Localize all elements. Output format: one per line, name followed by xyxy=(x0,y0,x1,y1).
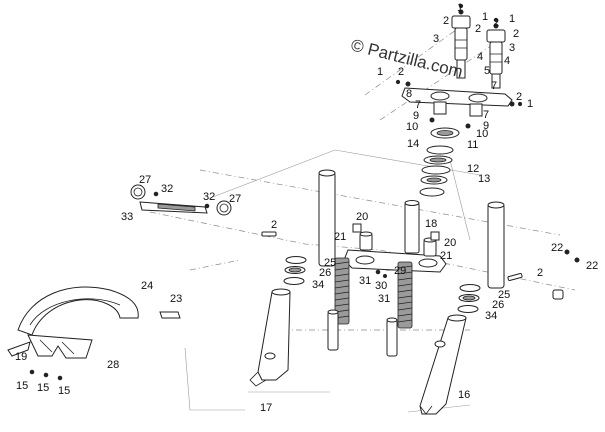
upper-triple-clamp xyxy=(395,79,523,107)
callout-7: 7 xyxy=(415,99,421,111)
callout-10: 10 xyxy=(406,121,418,133)
callout-27: 27 xyxy=(139,174,151,186)
callout-2: 2 xyxy=(271,219,277,231)
axle-bolt-left xyxy=(261,231,277,237)
callout-5: 5 xyxy=(484,65,490,77)
callout-21: 21 xyxy=(440,250,452,262)
callout-8: 8 xyxy=(406,88,412,100)
watermark-text: © Partzilla.com xyxy=(349,35,465,81)
callout-12: 12 xyxy=(467,163,479,175)
callout-9: 9 xyxy=(413,110,419,122)
fork-leg-left xyxy=(249,288,291,387)
callout-1: 1 xyxy=(457,2,463,14)
callout-13: 13 xyxy=(478,173,490,185)
callout-15: 15 xyxy=(58,385,70,397)
callout-15: 15 xyxy=(37,382,49,394)
callout-1: 1 xyxy=(482,11,488,23)
callout-labels: 1 1 1 1 1 2 2 2 2 2 2 2 2 3 3 4 4 5 7 7 … xyxy=(15,2,598,414)
callout-2: 2 xyxy=(516,91,522,103)
steering-stem xyxy=(404,200,420,254)
handlebar-riser-left xyxy=(451,3,471,79)
front-fender xyxy=(7,286,139,381)
callout-3: 3 xyxy=(509,42,515,54)
callout-17: 17 xyxy=(260,402,272,414)
callout-22: 22 xyxy=(586,260,598,272)
callout-2: 2 xyxy=(537,267,543,279)
callout-2: 2 xyxy=(443,15,449,27)
callout-1: 1 xyxy=(527,98,533,110)
small-bolts-22 xyxy=(564,249,580,263)
callout-18: 18 xyxy=(425,218,437,230)
callout-1: 1 xyxy=(509,13,515,25)
callout-26: 26 xyxy=(492,299,504,311)
fork-tube-right xyxy=(487,201,505,289)
callout-20: 20 xyxy=(444,237,456,249)
callout-10: 10 xyxy=(476,128,488,140)
axle-bolt-right xyxy=(507,272,523,282)
callout-23: 23 xyxy=(170,293,182,305)
callout-15: 15 xyxy=(16,380,28,392)
fork-leg-right xyxy=(419,314,467,415)
callout-4: 4 xyxy=(504,55,510,67)
callout-19: 19 xyxy=(15,351,27,363)
fork-seals-left xyxy=(283,256,307,285)
callout-32: 32 xyxy=(161,183,173,195)
fork-spring-left xyxy=(334,257,350,325)
callout-11: 11 xyxy=(467,139,478,151)
lower-triple-clamp xyxy=(343,223,447,278)
callout-21: 21 xyxy=(334,231,346,243)
callout-22: 22 xyxy=(551,242,563,254)
callout-28: 28 xyxy=(107,359,119,371)
damper-rod-right xyxy=(386,317,398,357)
callout-32: 32 xyxy=(203,191,215,203)
callout-34: 34 xyxy=(485,310,497,322)
callout-1: 1 xyxy=(377,66,383,78)
callout-25: 25 xyxy=(498,289,510,301)
fork-seals-right xyxy=(457,284,481,313)
callout-25: 25 xyxy=(324,257,336,269)
callout-2: 2 xyxy=(475,23,481,35)
callout-31: 31 xyxy=(378,293,390,305)
steering-bearing-stack xyxy=(419,101,483,197)
callout-14: 14 xyxy=(407,138,419,150)
damper-rod-left xyxy=(327,309,339,351)
callout-30: 30 xyxy=(375,280,387,292)
callout-2: 2 xyxy=(398,66,404,78)
callout-24: 24 xyxy=(141,280,153,292)
fork-spring-right xyxy=(397,261,413,329)
callout-34: 34 xyxy=(312,279,324,291)
callout-3: 3 xyxy=(433,33,439,45)
callout-7: 7 xyxy=(491,80,497,92)
callout-33: 33 xyxy=(121,211,133,223)
callout-27: 27 xyxy=(229,193,241,205)
handlebar-riser-right xyxy=(486,17,506,89)
callout-2: 2 xyxy=(493,17,499,29)
callout-16: 16 xyxy=(458,389,470,401)
fork-tube-left xyxy=(318,169,336,267)
callout-20: 20 xyxy=(356,211,368,223)
callout-31: 31 xyxy=(359,275,371,287)
callout-4: 4 xyxy=(477,51,483,63)
callout-2: 2 xyxy=(513,28,519,40)
axle-spacer xyxy=(552,289,564,300)
fender-bracket xyxy=(159,311,181,319)
callout-9: 9 xyxy=(483,120,489,132)
callout-29: 29 xyxy=(394,265,406,277)
callout-26: 26 xyxy=(319,267,331,279)
callout-7: 7 xyxy=(483,109,489,121)
headlight-bracket xyxy=(130,184,232,216)
